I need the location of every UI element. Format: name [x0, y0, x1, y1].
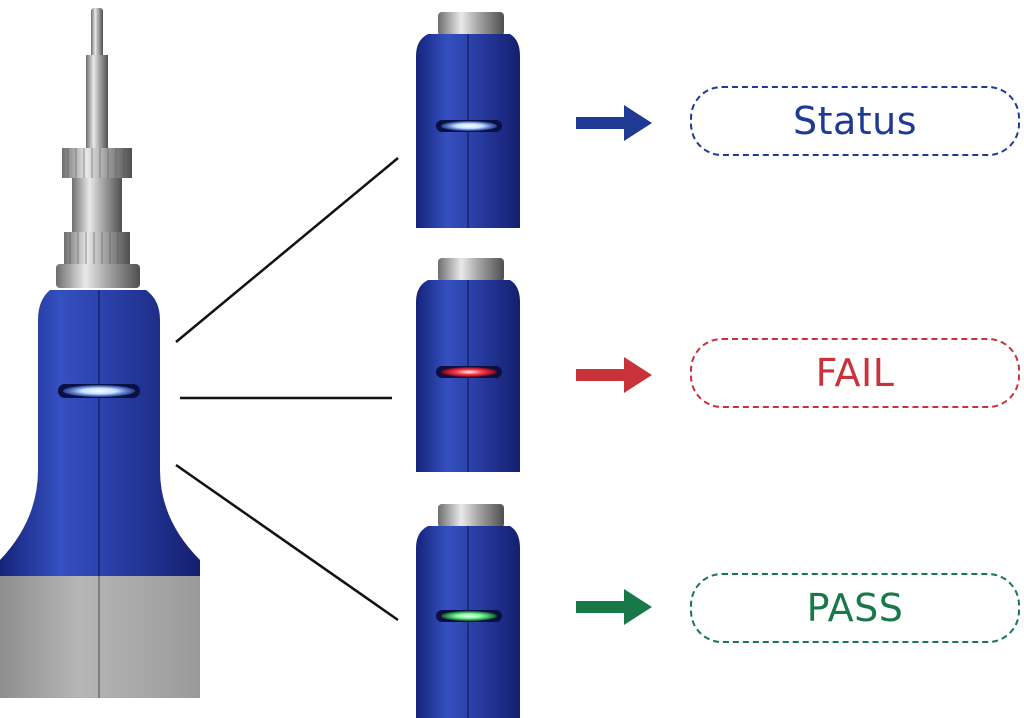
- bit-tip: [91, 8, 103, 58]
- led-light-fail: [441, 367, 497, 377]
- middle-spindle: [72, 178, 122, 233]
- pass-label: PASS: [690, 573, 1020, 643]
- screwdriver-tool-image: [0, 8, 200, 698]
- lower-knurl-collar: [64, 232, 130, 266]
- closeup-fail: [416, 258, 520, 472]
- arrow-right-icon: [576, 357, 652, 393]
- status-label-text: Status: [792, 99, 918, 143]
- fail-label: FAIL: [690, 338, 1020, 408]
- led-light-status: [441, 121, 497, 131]
- led-light-white: [63, 385, 135, 397]
- blue-handle-body: [0, 290, 200, 578]
- callout-line-pass: [175, 463, 399, 622]
- nose-ring: [56, 264, 140, 288]
- gray-grip-base: [0, 576, 200, 698]
- pass-label-text: PASS: [806, 586, 904, 630]
- arrow-right-icon: [576, 105, 652, 141]
- closeup-status: [416, 12, 520, 228]
- callout-line-status: [175, 157, 399, 343]
- led-light-pass: [441, 611, 497, 621]
- arrow-right-icon: [576, 589, 652, 625]
- upper-knurl-collar: [62, 148, 132, 178]
- callout-lines: [175, 157, 399, 622]
- bit-shaft: [86, 55, 108, 150]
- status-label: Status: [690, 86, 1020, 156]
- closeup-pass: [416, 504, 520, 718]
- fail-label-text: FAIL: [815, 351, 895, 395]
